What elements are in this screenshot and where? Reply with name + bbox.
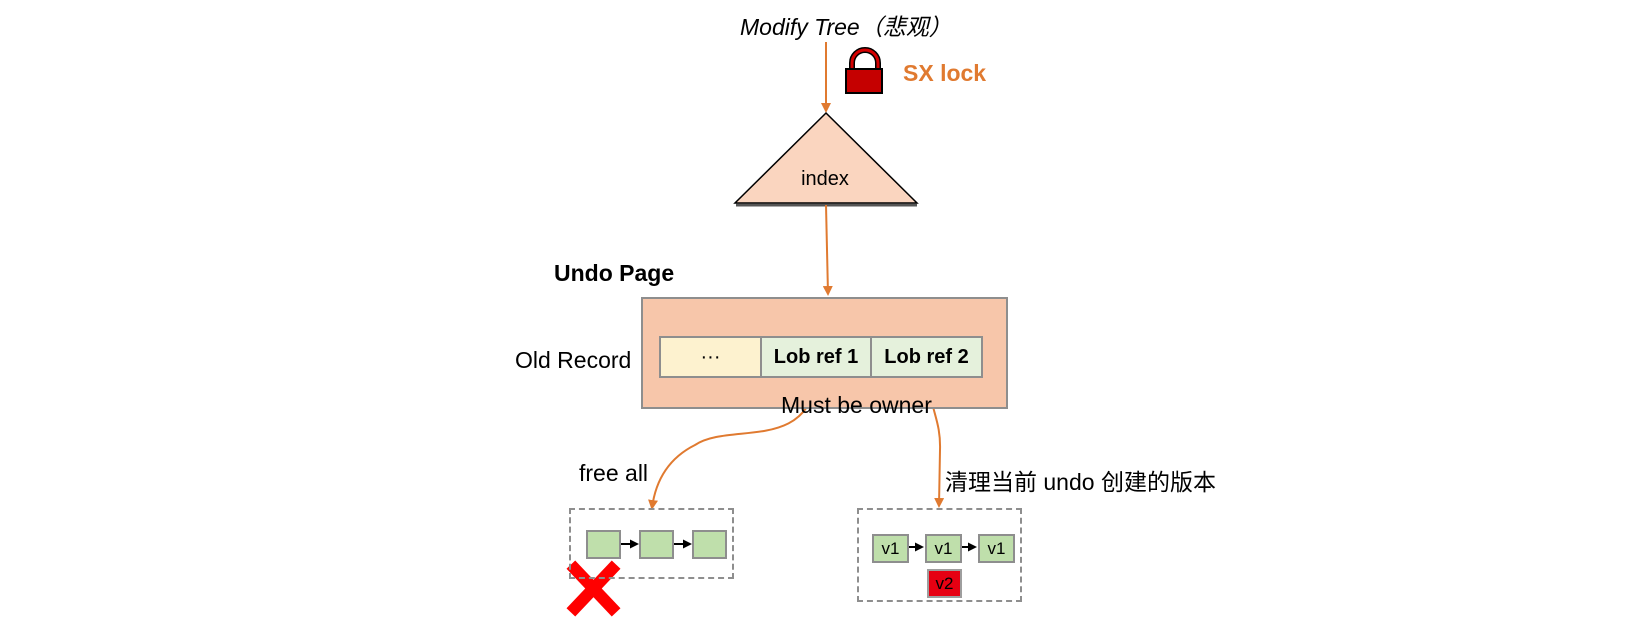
undo-page-title: Undo Page (554, 260, 675, 286)
arrow-index-to-undo (822, 204, 833, 296)
version-node: v1 (978, 534, 1015, 563)
cleanup-versions-label: 清理当前 undo 创建的版本 (945, 469, 1216, 495)
index-label: index (801, 168, 849, 190)
lock-label: SX lock (903, 60, 987, 86)
lob-node (639, 530, 674, 559)
free-all-label: free all (579, 460, 649, 486)
arrow-lob1-to-free (648, 379, 818, 510)
lob-chain-versions: v1 v1 v1 v2 (857, 508, 1022, 602)
must-be-owner-note: Must be owner (781, 392, 932, 418)
version-node: v1 (872, 534, 909, 563)
new-version-node: v2 (927, 569, 962, 598)
version-node: v1 (925, 534, 962, 563)
lob-node (586, 530, 621, 559)
record-cell-ellipsis: ··· (661, 338, 760, 376)
lock-icon (845, 47, 883, 94)
old-record-label: Old Record (515, 347, 632, 373)
index-triangle (733, 111, 919, 204)
record-cell-lob-ref-1: Lob ref 1 (760, 338, 870, 376)
lob-chain-free (569, 508, 734, 579)
lob-node (692, 530, 727, 559)
old-record-row: ··· Lob ref 1 Lob ref 2 (659, 336, 983, 378)
diagram-title: Modify Tree（悲观） (740, 14, 952, 40)
record-cell-lob-ref-2: Lob ref 2 (870, 338, 981, 376)
x-mark-icon (566, 560, 621, 617)
